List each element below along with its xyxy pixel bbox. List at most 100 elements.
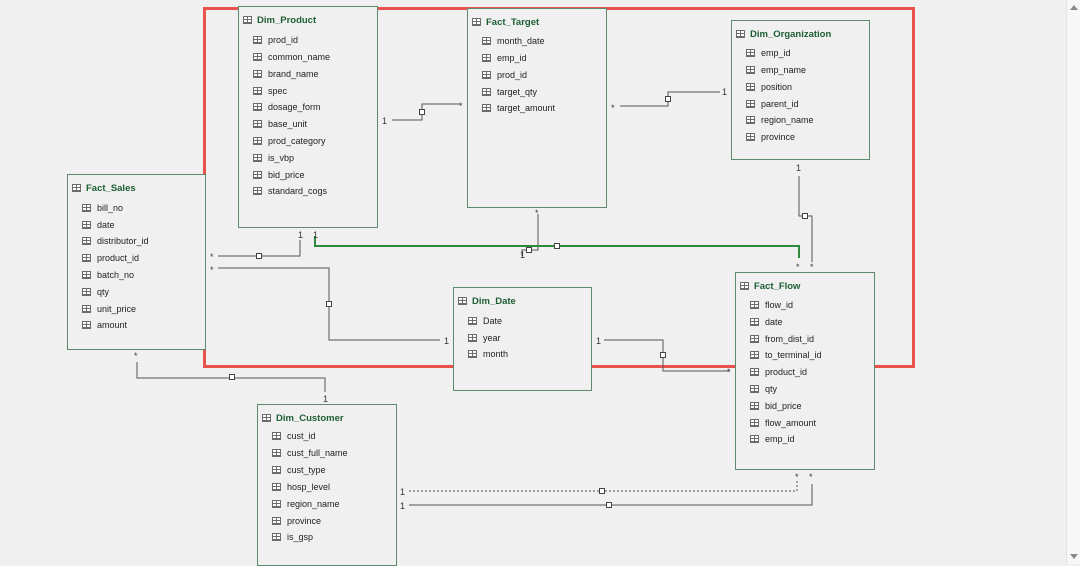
field-row[interactable]: bid_price: [253, 168, 305, 182]
field-row[interactable]: distributor_id: [82, 234, 149, 248]
field-row[interactable]: is_vbp: [253, 151, 294, 165]
field-row[interactable]: emp_id: [482, 51, 527, 65]
field-row[interactable]: bill_no: [82, 201, 123, 215]
field-row[interactable]: dosage_form: [253, 100, 321, 114]
field-row[interactable]: unit_price: [82, 302, 136, 316]
field-row[interactable]: region_name: [272, 497, 340, 511]
cardinality-label: *: [210, 252, 214, 262]
field-row[interactable]: cust_type: [272, 463, 326, 477]
rel-handle[interactable]: [526, 247, 532, 253]
field-name: province: [287, 516, 322, 526]
field-row[interactable]: prod_category: [253, 134, 326, 148]
field-icon: [272, 466, 281, 474]
rel-handle[interactable]: [554, 243, 560, 249]
table-header[interactable]: Dim_Product: [243, 13, 316, 27]
cardinality-label: 1: [796, 163, 802, 173]
scroll-up-arrow-icon[interactable]: [1069, 2, 1079, 12]
field-row[interactable]: province: [272, 514, 321, 528]
field-icon: [750, 335, 759, 343]
field-icon: [253, 137, 262, 145]
rel-handle[interactable]: [660, 352, 666, 358]
rel-product-sales[interactable]: [218, 240, 301, 257]
field-row[interactable]: batch_no: [82, 268, 134, 282]
rel-customer-flow-inactive[interactable]: [409, 480, 798, 492]
cardinality-label: *: [459, 101, 463, 111]
table-header[interactable]: Fact_Sales: [72, 181, 136, 195]
vertical-scrollbar[interactable]: [1066, 0, 1080, 564]
field-row[interactable]: bid_price: [750, 399, 802, 413]
scroll-down-arrow-icon[interactable]: [1069, 552, 1079, 562]
field-name: flow_id: [765, 300, 794, 310]
field-row[interactable]: standard_cogs: [253, 184, 327, 198]
field-row[interactable]: to_terminal_id: [750, 348, 822, 362]
rel-customer-flow[interactable]: [409, 484, 813, 506]
rel-handle[interactable]: [599, 488, 605, 494]
field-name: hosp_level: [287, 482, 331, 492]
field-row[interactable]: qty: [82, 285, 109, 299]
table-header[interactable]: Fact_Target: [472, 15, 539, 29]
field-row[interactable]: target_amount: [482, 101, 555, 115]
field-row[interactable]: prod_id: [482, 68, 527, 82]
table-fact-sales[interactable]: Fact_Sales bill_no date distributor_id p…: [67, 174, 206, 350]
field-row[interactable]: common_name: [253, 50, 330, 64]
table-header[interactable]: Fact_Flow: [740, 279, 800, 293]
field-row[interactable]: is_gsp: [272, 530, 313, 544]
table-dim-customer[interactable]: Dim_Customer cust_id cust_full_name cust…: [257, 404, 397, 566]
field-row[interactable]: prod_id: [253, 33, 298, 47]
field-row[interactable]: hosp_level: [272, 480, 330, 494]
field-row[interactable]: year: [468, 331, 501, 345]
table-header[interactable]: Dim_Customer: [262, 411, 344, 425]
field-icon: [750, 419, 759, 427]
field-row[interactable]: product_id: [82, 251, 139, 265]
field-row[interactable]: date: [82, 218, 115, 232]
rel-handle[interactable]: [229, 374, 235, 380]
field-row[interactable]: flow_id: [750, 298, 793, 312]
cardinality-label: *: [210, 265, 214, 275]
field-icon: [750, 351, 759, 359]
field-name: standard_cogs: [268, 186, 328, 196]
table-title: Dim_Organization: [750, 28, 832, 40]
field-row[interactable]: target_qty: [482, 85, 537, 99]
field-row[interactable]: emp_name: [746, 63, 806, 77]
field-row[interactable]: position: [746, 80, 792, 94]
field-name: target_amount: [497, 103, 556, 113]
field-row[interactable]: base_unit: [253, 117, 307, 131]
table-dim-organization[interactable]: Dim_Organization emp_id emp_name positio…: [731, 20, 870, 160]
table-dim-product[interactable]: Dim_Product prod_id common_name brand_na…: [238, 6, 378, 228]
rel-handle[interactable]: [606, 502, 612, 508]
cardinality-label: *: [611, 103, 615, 113]
cardinality-label: 1: [596, 336, 602, 346]
table-dim-date[interactable]: Dim_Date Date year month: [453, 287, 592, 391]
rel-handle[interactable]: [256, 253, 262, 259]
field-row[interactable]: emp_id: [750, 432, 795, 446]
table-fact-target[interactable]: Fact_Target month_date emp_id prod_id ta…: [467, 8, 607, 208]
cardinality-label: 1: [298, 230, 304, 240]
table-fact-flow[interactable]: Fact_Flow flow_id date from_dist_id to_t…: [735, 272, 875, 470]
field-row[interactable]: from_dist_id: [750, 332, 814, 346]
field-row[interactable]: date: [750, 315, 783, 329]
rel-handle[interactable]: [802, 213, 808, 219]
field-row[interactable]: month_date: [482, 34, 545, 48]
field-row[interactable]: flow_amount: [750, 416, 816, 430]
field-row[interactable]: spec: [253, 84, 287, 98]
field-row[interactable]: cust_full_name: [272, 446, 348, 460]
field-row[interactable]: province: [746, 130, 795, 144]
rel-product-target[interactable]: [392, 103, 460, 121]
field-row[interactable]: cust_id: [272, 429, 316, 443]
field-row[interactable]: emp_id: [746, 46, 791, 60]
field-icon: [82, 305, 91, 313]
field-row[interactable]: qty: [750, 382, 777, 396]
table-header[interactable]: Dim_Organization: [736, 27, 831, 41]
field-row[interactable]: parent_id: [746, 97, 799, 111]
field-row[interactable]: amount: [82, 318, 127, 332]
field-row[interactable]: month: [468, 347, 508, 361]
rel-handle[interactable]: [326, 301, 332, 307]
field-row[interactable]: Date: [468, 314, 502, 328]
rel-handle[interactable]: [665, 96, 671, 102]
field-row[interactable]: brand_name: [253, 67, 319, 81]
rel-handle[interactable]: [419, 109, 425, 115]
table-header[interactable]: Dim_Date: [458, 294, 516, 308]
field-name: qty: [765, 384, 778, 394]
field-row[interactable]: region_name: [746, 113, 814, 127]
field-row[interactable]: product_id: [750, 365, 807, 379]
